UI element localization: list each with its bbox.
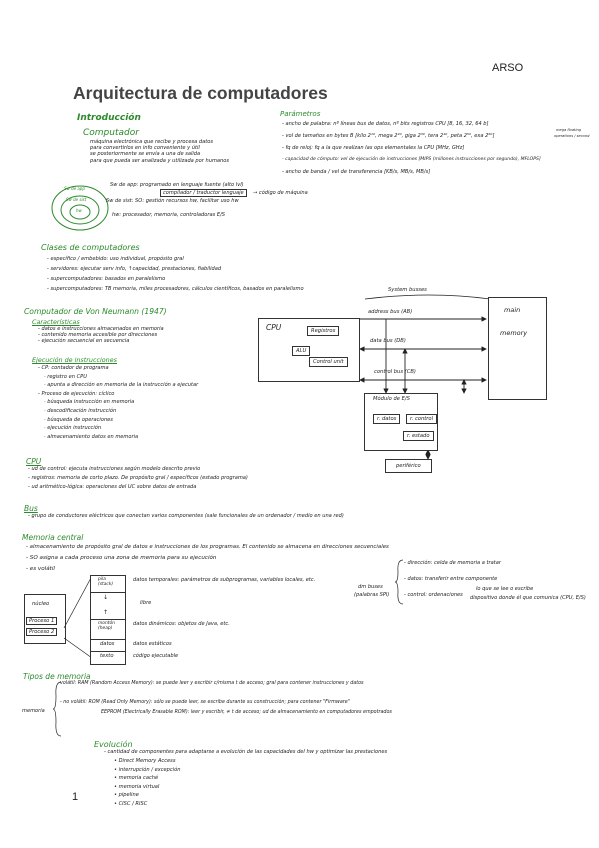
stack-label-texto: texto — [100, 653, 114, 659]
parametros-side-note-1: mega floating — [556, 128, 582, 132]
stack-desc-codigo: código ejecutable — [133, 653, 179, 659]
tipos-heading: Tipos de memoria — [23, 672, 91, 681]
main-memory-label-2: memory — [500, 329, 528, 337]
registros-box: Registros — [307, 326, 340, 336]
evolucion-intro: - cantidad de componentes para adaptarse… — [104, 749, 388, 755]
stack-label-heap: montón (heap) — [98, 621, 115, 631]
bus-heading: Bus — [24, 504, 38, 513]
alu-box: ALU — [292, 346, 311, 356]
stack-arrow-down: ↓ — [103, 594, 109, 601]
parametros-list: - ancho de palabra: nº líneas bus de dat… — [282, 121, 541, 175]
stack-divider-1 — [90, 592, 125, 593]
mem-bus-lee-escribe: lo que se lee o escribe — [476, 586, 534, 592]
von-neumann-heading: Computador de Von Neumann (1947) — [24, 307, 167, 316]
page-title: Arquitectura de computadores — [73, 83, 328, 103]
tipos-no-volatil: - no volátil: ROM (Read Only Memory): só… — [60, 700, 350, 705]
ejecucion-list: - CP: contador de programa · registro en… — [38, 365, 199, 440]
cpu-heading: CPU — [26, 457, 42, 466]
stack-desc-estaticos: datos estáticos — [133, 641, 172, 647]
evolucion-heading: Evolución — [94, 740, 133, 749]
course-label: ARSO — [492, 62, 524, 74]
cpu-label: CPU — [266, 323, 282, 332]
system-busses-label: System busses — [388, 287, 427, 293]
clases-list: - específico / embebido: uso individual,… — [47, 256, 304, 292]
computer-layers-diagram — [51, 185, 109, 231]
caracteristicas-heading: Características — [32, 318, 80, 326]
control-bus-label: control bus (CB) — [374, 369, 416, 375]
stack-divider-2 — [90, 619, 125, 620]
computador-definition: máquina electrónica que recibe y procesa… — [90, 139, 230, 164]
process-memory-link — [63, 575, 93, 659]
parametros-side-note-2: operations / second — [554, 134, 590, 138]
computador-heading: Computador — [83, 128, 139, 138]
caracteristicas-list: - datos e instrucciones almacenados en m… — [38, 326, 164, 345]
main-memory-label-1: main — [504, 306, 521, 314]
data-bus-label: data bus (DB) — [370, 338, 406, 344]
mem-bus-control: - control: ordenaciones — [404, 592, 463, 598]
page-number: 1 — [72, 791, 79, 803]
os-proceso-2: Proceso 2 — [26, 628, 58, 636]
stack-desc-temporales: datos temporales: parámetros de subprogr… — [133, 577, 316, 583]
memoria-heading: Memoria central — [22, 533, 84, 542]
layer-compiler-line: compilador / traductor lenguaje — [160, 189, 247, 198]
system-bus-diagram — [359, 294, 491, 460]
tipos-volatil: volátil: RAM (Random Access Memory): se … — [60, 681, 364, 686]
tipos-memoria-label: memoria — [22, 708, 45, 714]
layer-label-hw: hw — [76, 208, 82, 213]
stack-label-datos: datos — [100, 641, 115, 647]
layer-hw-line: hw: procesador, memoria, controladoras E… — [112, 212, 226, 218]
layer-machine-code: → código de máquina — [253, 190, 308, 196]
process-stack-box — [90, 575, 126, 665]
layer-label-app: Sw de app — [64, 186, 85, 191]
control-unit-box: Control unit — [309, 357, 348, 367]
bus-definition: - grupo de conductores eléctricos que co… — [28, 513, 344, 519]
stack-arrow-up: ↑ — [103, 609, 109, 616]
stack-desc-dinamicos: datos dinámicos: objetos de Java, etc. — [133, 621, 230, 627]
intro-heading: Introducción — [77, 113, 141, 123]
os-proceso-1: Proceso 1 — [26, 617, 58, 625]
clases-heading: Clases de computadores — [41, 243, 140, 252]
stack-label-pila: pila (stack) — [98, 577, 114, 587]
layer-app-line: Sw de app: programado en lenguaje fuente… — [110, 182, 244, 188]
r-control-box: r. control — [406, 414, 438, 424]
evolucion-list: • Direct Memory Access • interrupción / … — [114, 758, 181, 807]
os-nucleo: núcleo — [32, 601, 50, 607]
stack-divider-4 — [90, 651, 125, 652]
memoria-list: - almacenamiento de propósito gral de da… — [26, 544, 389, 572]
mem-bus-brace — [394, 559, 404, 605]
layer-sist-line: Sw de sist: SO: gestión recursos hw, fac… — [106, 198, 239, 204]
parametros-heading: Parámetros — [280, 110, 321, 118]
mem-bus-label: dm buses — [358, 584, 383, 590]
mem-bus-direccion: - dirección: celda de memoria a tratar — [404, 560, 501, 566]
mem-bus-dispositivo: dispositivo donde él que comunica (CPU, … — [470, 595, 586, 601]
stack-divider-3 — [90, 639, 125, 640]
modulo-es-label: Módulo de E/S — [373, 396, 410, 402]
ejecucion-heading: Ejecución de instrucciones — [32, 356, 117, 364]
r-estado-box: r. estado — [403, 431, 434, 441]
stack-desc-libre: libre — [140, 600, 152, 606]
layer-label-sist: Sw de sist — [66, 197, 87, 202]
periferico-box: periférico — [385, 459, 432, 473]
mem-bus-datos: - datos: transferir entre componente — [404, 576, 498, 582]
cpu-list: - ud de control: ejecuta instrucciones s… — [28, 466, 248, 490]
mem-bus-sub: (palabras SPI) — [354, 592, 390, 598]
main-memory-box — [488, 297, 547, 400]
address-bus-label: address bus (AB) — [368, 309, 413, 315]
r-datos-box: r. datos — [373, 414, 401, 424]
tipos-eeprom: EEPROM (Electrically Erasable ROM): leer… — [101, 710, 392, 715]
tipos-brace — [52, 681, 62, 737]
